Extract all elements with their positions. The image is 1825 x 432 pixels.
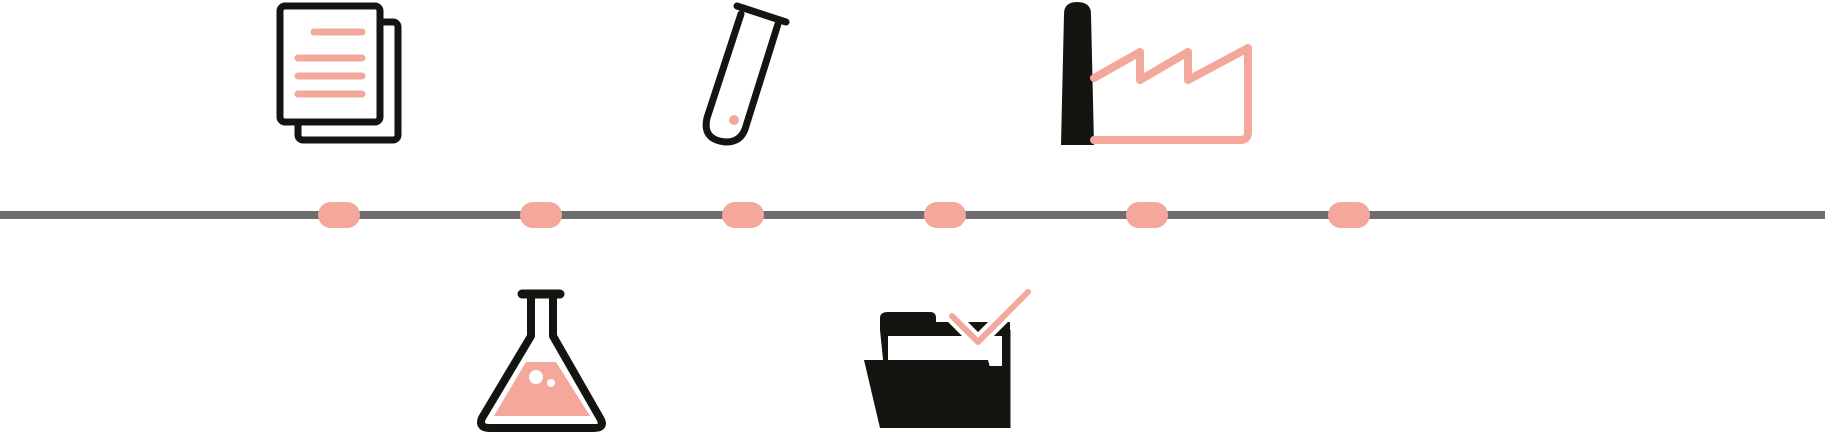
milestone-marker-3 [722,202,764,228]
milestone-marker-2 [520,202,562,228]
test-tube-icon [702,2,790,146]
flask-icon [477,289,606,432]
documents-icon [276,2,402,144]
milestone-marker-1 [318,202,360,228]
milestone-marker-6 [1328,202,1370,228]
folder-check-icon [864,285,1035,428]
milestone-markers [318,202,1370,228]
milestone-marker-4 [924,202,966,228]
milestone-marker-5 [1126,202,1168,228]
factory-icon [1061,2,1252,145]
